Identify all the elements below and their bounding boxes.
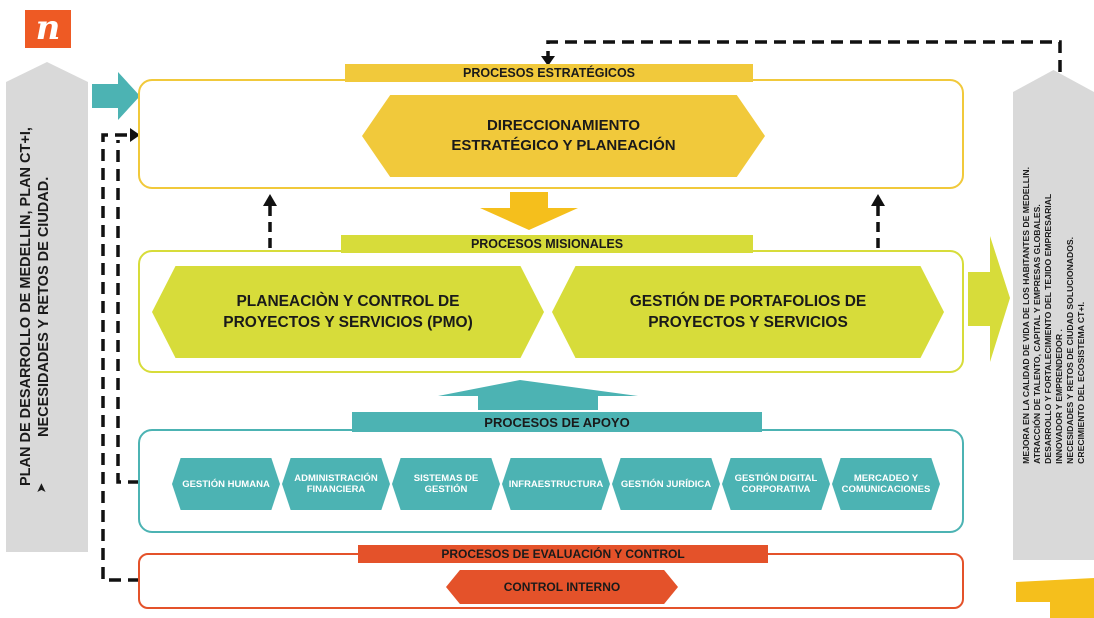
up-dash-right-head bbox=[871, 194, 885, 206]
input-panel-shape bbox=[6, 62, 88, 552]
corner-shape bbox=[1016, 578, 1094, 618]
missional-item-portfolio-label: GESTIÓN DE PORTAFOLIOS DE PROYECTOS Y SE… bbox=[629, 293, 867, 331]
strategic-item-label: DIRECCIONAMIENTO ESTRATÉGICO Y PLANEACIÓ… bbox=[451, 117, 676, 154]
down-arrow bbox=[480, 192, 578, 230]
left-loop-arrowhead bbox=[130, 128, 140, 142]
brand-logo: n bbox=[25, 10, 71, 48]
strategic-title: PROCESOS ESTRATÉGICOS bbox=[345, 64, 753, 82]
feedback-loop-line bbox=[546, 40, 1062, 72]
missional-item-pmo: PLANEACIÒN Y CONTROL DE PROYECTOS Y SERV… bbox=[152, 266, 544, 358]
evaluation-item: CONTROL INTERNO bbox=[446, 570, 678, 604]
support-item: MERCADEO Y COMUNICACIONES bbox=[832, 458, 940, 510]
feedback-arrowhead bbox=[541, 56, 555, 66]
support-item: ADMINISTRACIÓN FINANCIERA bbox=[282, 458, 390, 510]
left-loop-line-2 bbox=[116, 140, 140, 484]
missional-item-pmo-label: PLANEACIÒN Y CONTROL DE PROYECTOS Y SERV… bbox=[223, 293, 473, 331]
support-item: GESTIÓN JURÍDICA bbox=[612, 458, 720, 510]
evaluation-title: PROCESOS DE EVALUACIÓN Y CONTROL bbox=[358, 545, 768, 563]
support-item: SISTEMAS DE GESTIÓN bbox=[392, 458, 500, 510]
missional-title: PROCESOS MISIONALES bbox=[341, 235, 753, 253]
support-item: INFRAESTRUCTURA bbox=[502, 458, 610, 510]
left-loop-line bbox=[101, 133, 140, 582]
up-dash-left-head bbox=[263, 194, 277, 206]
support-item: GESTIÓN HUMANA bbox=[172, 458, 280, 510]
support-title: PROCESOS DE APOYO bbox=[352, 412, 762, 432]
missional-item-portfolio: GESTIÓN DE PORTAFOLIOS DE PROYECTOS Y SE… bbox=[552, 266, 944, 358]
output-panel-shape bbox=[1013, 70, 1094, 560]
support-item: GESTIÓN DIGITAL CORPORATIVA bbox=[722, 458, 830, 510]
output-arrow bbox=[968, 236, 1010, 362]
up-arrow bbox=[438, 380, 638, 410]
strategic-item: DIRECCIONAMIENTO ESTRATÉGICO Y PLANEACIÓ… bbox=[362, 95, 765, 177]
entry-arrow bbox=[92, 72, 140, 120]
